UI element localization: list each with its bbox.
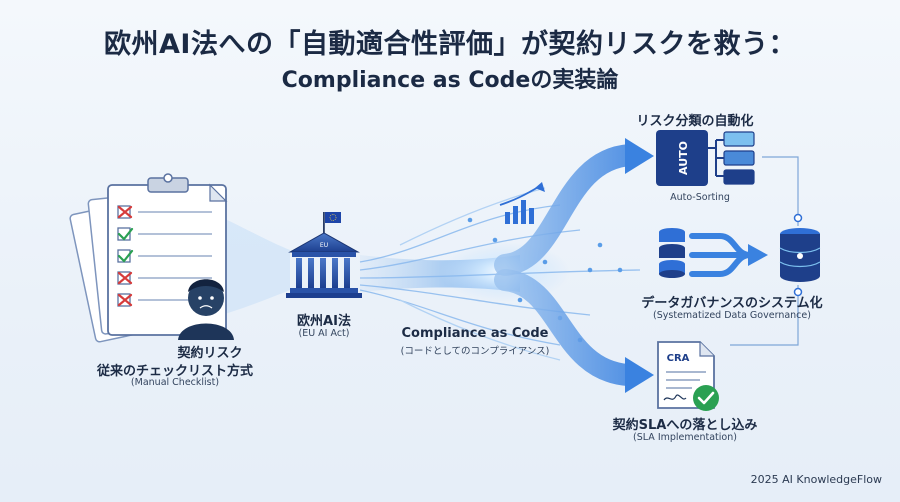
eu-parliament-icon bbox=[286, 212, 362, 298]
pipeline-arrowhead bbox=[748, 244, 768, 266]
checklist-rows bbox=[117, 205, 212, 307]
title-line2: Compliance as Codeの実装論 bbox=[281, 68, 619, 93]
cross-mark-icon bbox=[117, 271, 133, 285]
check-mark-icon bbox=[117, 249, 134, 263]
connector-top bbox=[762, 156, 799, 226]
worried-person-icon bbox=[178, 279, 234, 340]
data-governance-sub: (Systematized Data Governance) bbox=[653, 310, 811, 321]
manual-checklist-sub: (Manual Checklist) bbox=[130, 377, 220, 388]
building-pediment-text: EU bbox=[320, 242, 328, 249]
check-mark-icon bbox=[117, 227, 134, 241]
growth-chart-icon bbox=[499, 182, 545, 224]
cross-mark-icon bbox=[117, 205, 133, 219]
branch-arrowhead-bottom bbox=[625, 357, 654, 393]
document-heading-text: CRA bbox=[667, 353, 690, 364]
branch-arrow-top bbox=[494, 144, 641, 276]
database-icon bbox=[779, 228, 821, 282]
eu-ai-act-label: 欧州AI法 bbox=[297, 314, 351, 329]
title-line1: 欧州AI法への「自動適合性評価」が契約リスクを救う： bbox=[104, 29, 796, 60]
contract-risk-label: 契約リスク bbox=[177, 346, 243, 361]
sla-title: 契約SLAへの落とし込み bbox=[612, 418, 758, 433]
cross-mark-icon bbox=[117, 293, 133, 307]
auto-sorting-module bbox=[656, 130, 755, 186]
branch-arrow-bottom bbox=[494, 269, 639, 386]
manual-checklist-label: 従来のチェックリスト方式 bbox=[96, 364, 253, 379]
connector-node-bottom bbox=[793, 287, 803, 297]
connector-bottom bbox=[730, 285, 799, 346]
governance-pipeline-icon bbox=[689, 233, 753, 277]
sla-sub: (SLA Implementation) bbox=[633, 432, 737, 443]
compliance-as-code-label: Compliance as Code bbox=[401, 326, 549, 341]
auto-sorting-title: リスク分類の自動化 bbox=[636, 114, 754, 129]
checklist-stack bbox=[69, 173, 228, 343]
data-governance-title: データガバナンスのシステム化 bbox=[641, 296, 823, 311]
compliance-as-code-sub: (コードとしてのコンプライアンス) bbox=[400, 346, 550, 357]
auto-sorting-sub: Auto-Sorting bbox=[670, 192, 730, 203]
eu-ai-act-sub: (EU AI Act) bbox=[298, 328, 350, 339]
branch-arrowhead-top bbox=[625, 138, 654, 174]
data-stack-icon bbox=[659, 228, 685, 278]
connector-node-top bbox=[793, 213, 803, 223]
footer-credit: 2025 AI KnowledgeFlow bbox=[750, 473, 882, 486]
check-badge-icon bbox=[693, 385, 719, 411]
auto-box-text: AUTO bbox=[677, 141, 690, 175]
